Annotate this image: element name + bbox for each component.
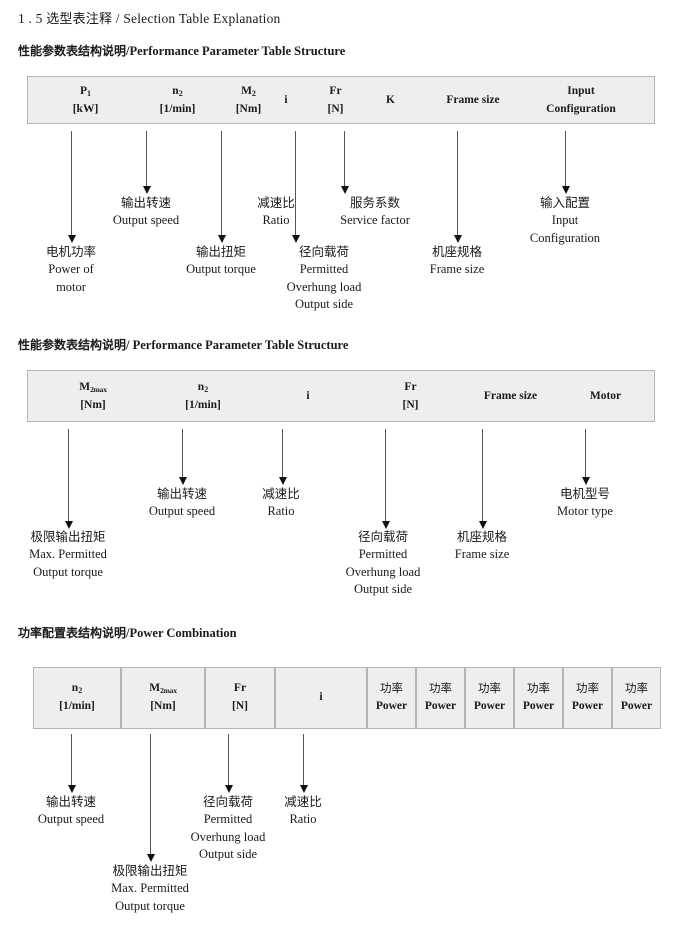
subsection-heading-1-sep: / xyxy=(126,44,130,58)
annotation-output-speed-2: 输出转速 Output speed xyxy=(148,486,216,518)
subsection-heading-3-sep: / xyxy=(126,626,130,640)
annotation-output-speed-1: 输出转速 Output speed xyxy=(112,195,180,227)
table1-col-n2: n2 [1/min] xyxy=(159,85,196,115)
arrow-to-overhung-load-2 xyxy=(381,429,390,529)
arrow-to-max-permitted-torque-3 xyxy=(146,734,155,862)
table3-col-n2: n2 [1/min] xyxy=(33,667,121,729)
subsection-heading-3: 功率配置表结构说明/Power Combination xyxy=(18,624,237,641)
table1-col-fr: Fr [N] xyxy=(327,85,344,115)
table3-col-power-6: 功率 Power xyxy=(612,667,661,729)
annotation-ratio-2: 减速比 Ratio xyxy=(262,486,300,518)
arrow-to-output-speed-3 xyxy=(67,734,76,793)
performance-parameter-table-2: M2max [Nm] n2 [1/min] i Fr [N] Frame siz… xyxy=(27,370,655,422)
table3-col-fr: Fr [N] xyxy=(205,667,275,729)
table3-col-power-3: 功率 Power xyxy=(465,667,514,729)
table1-col-frame-size: Frame size xyxy=(446,94,500,107)
table2-col-motor: Motor xyxy=(589,390,622,403)
subsection-heading-3-cn: 功率配置表结构说明 xyxy=(18,626,127,640)
subsection-heading-2-en: Performance Parameter Table Structure xyxy=(132,338,349,352)
section-number: 1 . 5 xyxy=(18,11,43,26)
subsection-heading-3-en: Power Combination xyxy=(129,626,237,640)
arrow-to-output-torque xyxy=(217,131,226,243)
table1-col-k: K xyxy=(386,94,395,107)
arrow-to-overhung-load-3 xyxy=(224,734,233,793)
subsection-heading-2-sep: / xyxy=(126,338,130,352)
performance-parameter-table-1: P1 [kW] n2 [1/min] M2 [Nm] i Fr [N] K Fr… xyxy=(27,76,655,124)
table3-col-power-1: 功率 Power xyxy=(367,667,416,729)
subsection-heading-2-cn: 性能参数表结构说明 xyxy=(18,338,127,352)
annotation-output-speed-3: 输出转速 Output speed xyxy=(37,794,105,826)
subsection-heading-1-en: Performance Parameter Table Structure xyxy=(129,44,346,58)
table1-col-m2: M2 [Nm] xyxy=(235,85,262,115)
page-title: 1 . 5 选型表注释 / Selection Table Explanatio… xyxy=(18,8,281,27)
annotation-motor-type: 电机型号 Motor type xyxy=(557,486,613,518)
annotation-input-configuration: 输入配置 Input Configuration xyxy=(529,195,601,245)
arrow-to-service-factor xyxy=(340,131,349,194)
arrow-to-frame-size-2 xyxy=(478,429,487,529)
table3-col-power-5: 功率 Power xyxy=(563,667,612,729)
annotation-max-permitted-output-torque-2: 极限输出扭矩 Max. Permitted Output torque xyxy=(111,863,189,913)
arrow-to-motor-type xyxy=(581,429,590,485)
table3-col-i: i xyxy=(275,667,367,729)
table1-col-input-configuration: Input Configuration xyxy=(546,85,616,115)
annotation-overhung-load-3: 径向载荷 Permitted Overhung load Output side xyxy=(190,794,266,862)
section-title-cn: 选型表注释 xyxy=(46,12,113,27)
table2-col-m2max: M2max [Nm] xyxy=(79,381,107,411)
arrow-to-output-speed-2 xyxy=(178,429,187,485)
annotation-max-permitted-output-torque-1: 极限输出扭矩 Max. Permitted Output torque xyxy=(29,529,107,579)
section-separator: / xyxy=(115,11,120,26)
table1-col-i: i xyxy=(284,94,288,107)
table2-col-i: i xyxy=(306,390,310,403)
arrow-to-output-speed xyxy=(142,131,151,194)
annotation-ratio-3: 减速比 Ratio xyxy=(284,794,322,826)
arrow-to-ratio-2 xyxy=(278,429,287,485)
annotation-overhung-load-1: 径向载荷 Permitted Overhung load Output side xyxy=(286,244,362,312)
arrow-to-input-configuration xyxy=(561,131,570,194)
annotation-frame-size-1: 机座规格 Frame size xyxy=(429,244,485,276)
annotation-frame-size-2: 机座规格 Frame size xyxy=(454,529,510,561)
arrow-to-power-of-motor xyxy=(67,131,76,243)
subsection-heading-1-cn: 性能参数表结构说明 xyxy=(18,44,127,58)
annotation-power-of-motor: 电机功率 Power of motor xyxy=(45,244,97,294)
table3-col-m2max: M2max [Nm] xyxy=(121,667,205,729)
arrow-to-ratio-3 xyxy=(299,734,308,793)
arrow-to-frame-size xyxy=(453,131,462,243)
annotation-overhung-load-2: 径向载荷 Permitted Overhung load Output side xyxy=(345,529,421,597)
section-title-en: Selection Table Explanation xyxy=(123,11,281,26)
table1-col-p1: P1 [kW] xyxy=(72,85,99,115)
annotation-service-factor: 服务系数 Service factor xyxy=(340,195,410,227)
subsection-heading-1: 性能参数表结构说明/Performance Parameter Table St… xyxy=(18,42,345,59)
table3-col-power-2: 功率 Power xyxy=(416,667,465,729)
arrow-to-permitted-overhung-load xyxy=(291,131,300,243)
table2-col-n2: n2 [1/min] xyxy=(185,381,221,411)
table2-col-fr: Fr [N] xyxy=(402,381,419,411)
annotation-output-torque: 输出扭矩 Output torque xyxy=(186,244,256,276)
subsection-heading-2: 性能参数表结构说明/ Performance Parameter Table S… xyxy=(18,336,348,353)
table3-col-power-4: 功率 Power xyxy=(514,667,563,729)
annotation-ratio-1: 减速比 Ratio xyxy=(257,195,295,227)
arrow-to-max-permitted-output-torque xyxy=(64,429,73,529)
table2-col-frame-size: Frame size xyxy=(483,390,538,403)
power-combination-table: n2 [1/min] M2max [Nm] Fr [N] i 功率 Power … xyxy=(33,667,661,729)
